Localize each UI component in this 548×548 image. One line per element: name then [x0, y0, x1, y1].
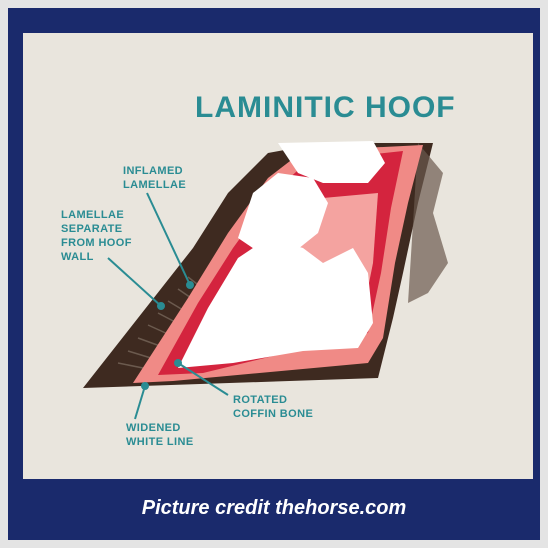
- label-rotated-coffin-bone: ROTATED COFFIN BONE: [233, 393, 343, 421]
- label-inflamed-lamellae: INFLAMED LAMELLAE: [123, 164, 213, 192]
- leader-coffin-dot: [175, 360, 181, 366]
- diagram-title: LAMINITIC HOOF: [195, 91, 535, 125]
- label-lamellae-separate: LAMELLAE SEPARATE FROM HOOF WALL: [61, 208, 171, 264]
- leader-separate-dot: [158, 303, 164, 309]
- leader-separate: [108, 258, 161, 306]
- label-widened-white-line: WIDENED WHITE LINE: [126, 421, 236, 449]
- picture-credit-caption: Picture credit thehorse.com: [0, 497, 548, 520]
- leader-white-dot: [142, 383, 148, 389]
- illustration-panel: LAMINITIC HOOF INFLAMED LAMELLAE LAMELLA…: [23, 33, 533, 479]
- leader-inflamed-dot: [187, 282, 193, 288]
- leader-white: [135, 386, 145, 419]
